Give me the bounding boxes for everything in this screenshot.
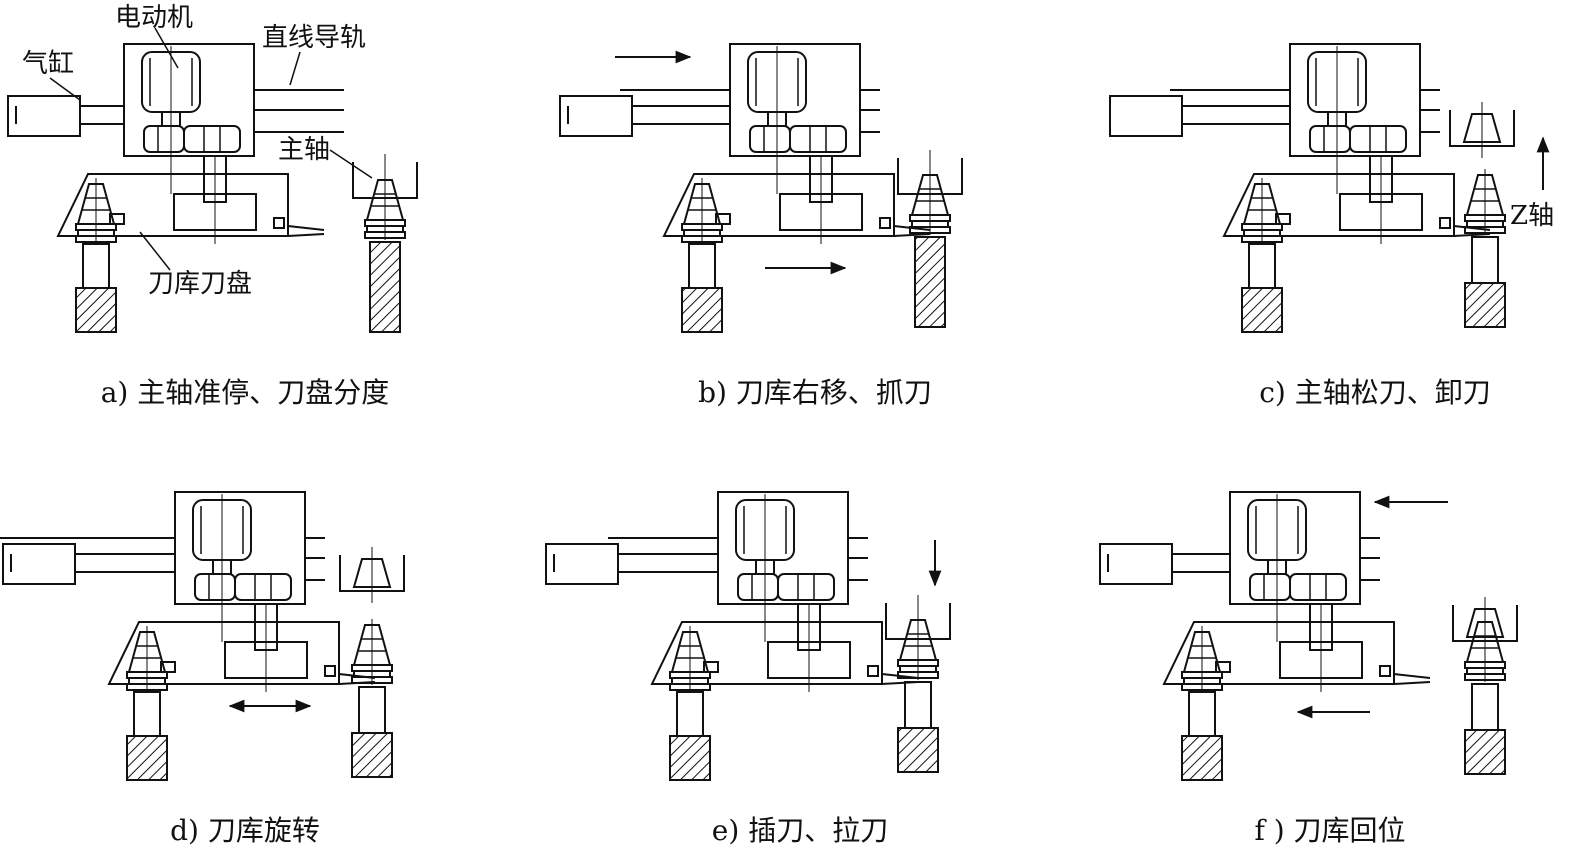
panel-e-schematic: [545, 491, 951, 781]
caption-c: c) 主轴松刀、卸刀: [1259, 376, 1491, 409]
caption-b: b) 刀库右移、抓刀: [698, 376, 932, 409]
leader-lines: [49, 27, 373, 271]
panel-b-schematic: [559, 43, 963, 333]
caption-a: a) 主轴准停、刀盘分度: [101, 376, 390, 409]
caption-d: d) 刀库旋转: [170, 814, 320, 847]
panel-f-schematic: [1099, 491, 1518, 781]
panels-layer: [0, 43, 1550, 781]
caption-f: f ) 刀库回位: [1254, 814, 1405, 847]
panel-a-schematic: [7, 43, 418, 333]
panel-d-schematic: [0, 491, 405, 781]
label-cylinder: 气缸: [22, 49, 74, 79]
label-rail: 直线导轨: [262, 23, 366, 53]
label-zaxis: Z轴: [1510, 201, 1554, 231]
label-motor: 电动机: [115, 3, 193, 33]
label-magazine: 刀库刀盘: [148, 269, 252, 299]
label-spindle: 主轴: [278, 135, 330, 165]
caption-e: e) 插刀、拉刀: [712, 814, 888, 847]
panel-c-schematic: [1109, 43, 1515, 333]
